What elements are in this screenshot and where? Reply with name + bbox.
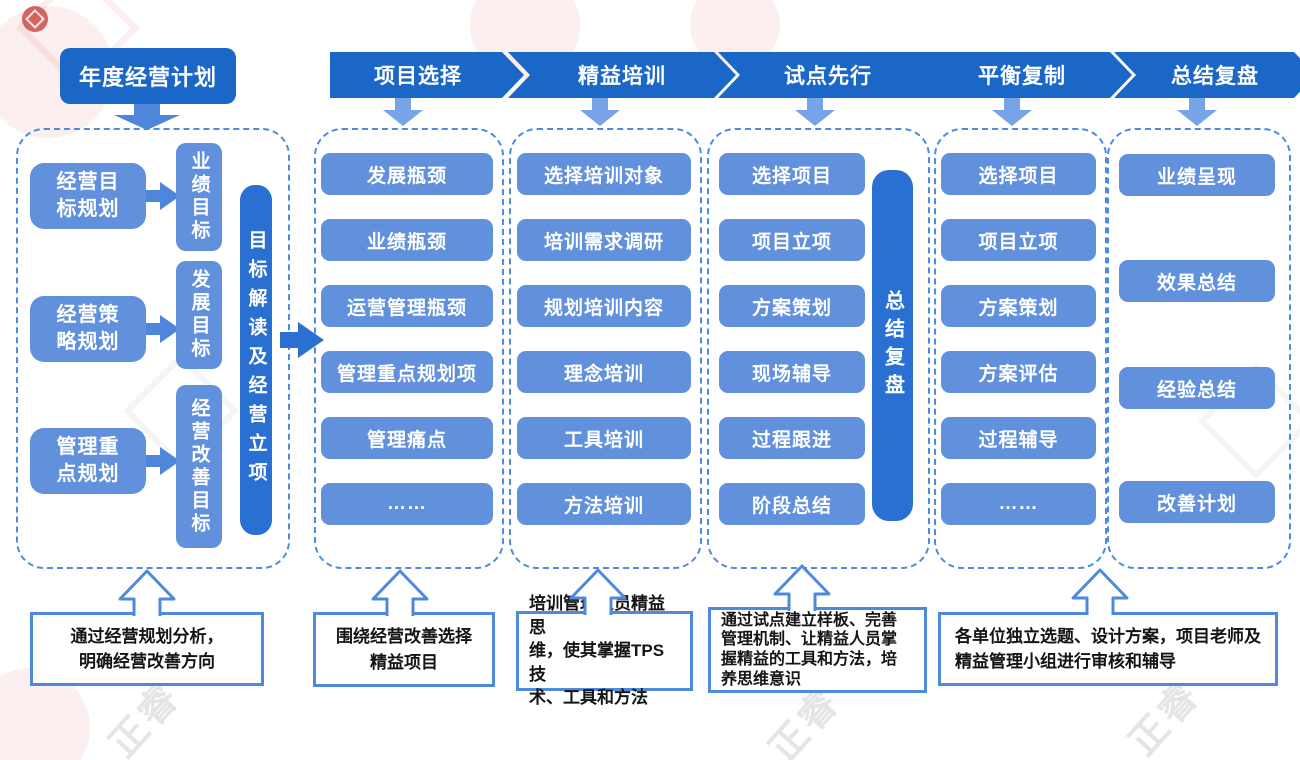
goal-breakdown-label: 目标解读及经营立项 xyxy=(245,229,267,491)
flow-step-box: 方案评估 xyxy=(941,351,1096,393)
flow-step-box: 阶段总结 xyxy=(719,483,865,525)
flow-step-box: 管理痛点 xyxy=(321,417,493,459)
flow-step-box: 项目立项 xyxy=(719,219,865,261)
planning-source-box: 经营策 略规划 xyxy=(30,296,146,362)
pilot-summary-bar: 总结复盘 xyxy=(872,170,913,521)
stage-banner-project-selection: 项目选择 xyxy=(330,52,524,98)
up-arrow-icon xyxy=(773,564,831,611)
flow-step-box: 管理重点规划项 xyxy=(321,351,493,393)
stage-banner-summary-review: 总结复盘 xyxy=(1114,52,1300,98)
flow-step-box: 过程辅导 xyxy=(941,417,1096,459)
down-arrow-icon xyxy=(1177,98,1217,126)
pilot-first-container xyxy=(707,128,930,569)
summary-review-container xyxy=(1107,128,1291,569)
planning-target-label: 经营改善目标 xyxy=(188,397,210,536)
logo-badge-icon xyxy=(22,6,48,32)
annual-plan-title: 年度经营计划 xyxy=(60,48,236,104)
note-planning: 通过经营规划分析， 明确经营改善方向 xyxy=(30,612,264,686)
up-arrow-icon xyxy=(371,569,429,616)
planning-target-box: 发展目标 xyxy=(176,261,222,369)
flow-step-box: 发展瓶颈 xyxy=(321,153,493,195)
planning-source-box: 管理重 点规划 xyxy=(30,428,146,494)
flow-step-box: 工具培训 xyxy=(517,417,691,459)
down-arrow-icon xyxy=(580,98,620,126)
goal-breakdown-bar: 目标解读及经营立项 xyxy=(240,185,272,535)
down-arrow-icon xyxy=(795,98,835,126)
flow-step-box: 理念培训 xyxy=(517,351,691,393)
lean-training-container xyxy=(509,128,702,569)
stage-banner-lean-training: 精益培训 xyxy=(508,52,736,98)
up-arrow-icon xyxy=(118,569,176,616)
planning-target-box: 业绩目标 xyxy=(176,143,222,251)
flow-step-box: 业绩呈现 xyxy=(1119,154,1275,196)
flow-step-box: 现场辅导 xyxy=(719,351,865,393)
planning-target-box: 经营改善目标 xyxy=(176,385,222,548)
flow-step-box: 方案策划 xyxy=(719,285,865,327)
up-arrow-icon xyxy=(569,568,627,615)
stage-banner-pilot-first: 试点先行 xyxy=(718,52,938,98)
flow-step-box: 效果总结 xyxy=(1119,260,1275,302)
flow-step-box: 选择培训对象 xyxy=(517,153,691,195)
flow-step-box: 业绩瓶颈 xyxy=(321,219,493,261)
flow-step-box: 培训需求调研 xyxy=(517,219,691,261)
flow-step-box: …… xyxy=(941,483,1096,525)
project-selection-container xyxy=(314,128,504,569)
flow-step-box: 改善计划 xyxy=(1119,481,1275,523)
flow-step-box: 项目立项 xyxy=(941,219,1096,261)
stage-banner-balanced-replication: 平衡复制 xyxy=(912,52,1132,98)
right-arrow-icon xyxy=(146,315,180,343)
flow-step-box: 选择项目 xyxy=(719,153,865,195)
planning-target-label: 业绩目标 xyxy=(188,151,210,243)
flow-step-box: 方案策划 xyxy=(941,285,1096,327)
down-arrow-icon xyxy=(114,104,180,130)
pilot-summary-label: 总结复盘 xyxy=(881,289,904,402)
planning-container xyxy=(16,128,290,569)
flow-step-box: 过程跟进 xyxy=(719,417,865,459)
balanced-replication-container xyxy=(934,128,1107,569)
flow-step-box: …… xyxy=(321,483,493,525)
down-arrow-icon xyxy=(992,98,1032,126)
note-lean-training: 培训管理人员精益思 维，使其掌握TPS技 术、工具和方法 xyxy=(516,594,693,707)
right-arrow-icon xyxy=(146,447,180,475)
flow-step-box: 规划培训内容 xyxy=(517,285,691,327)
right-arrow-icon xyxy=(280,322,324,358)
up-arrow-icon xyxy=(1071,568,1129,615)
flow-step-box: 方法培训 xyxy=(517,483,691,525)
note-replication-review: 各单位独立选题、设计方案，项目老师及 精益管理小组进行审核和辅导 xyxy=(938,612,1278,686)
flow-step-box: 选择项目 xyxy=(941,153,1096,195)
right-arrow-icon xyxy=(146,182,180,210)
planning-source-box: 经营目 标规划 xyxy=(30,163,146,229)
note-project-selection: 围绕经营改善选择 精益项目 xyxy=(313,612,495,687)
note-pilot-first: 通过试点建立样板、完善 管理机制、让精益人员掌 握精益的工具和方法，培 养思维意… xyxy=(708,607,927,693)
down-arrow-icon xyxy=(383,98,423,126)
flow-step-box: 运营管理瓶颈 xyxy=(321,285,493,327)
planning-target-label: 发展目标 xyxy=(188,269,210,361)
flow-step-box: 经验总结 xyxy=(1119,367,1275,409)
